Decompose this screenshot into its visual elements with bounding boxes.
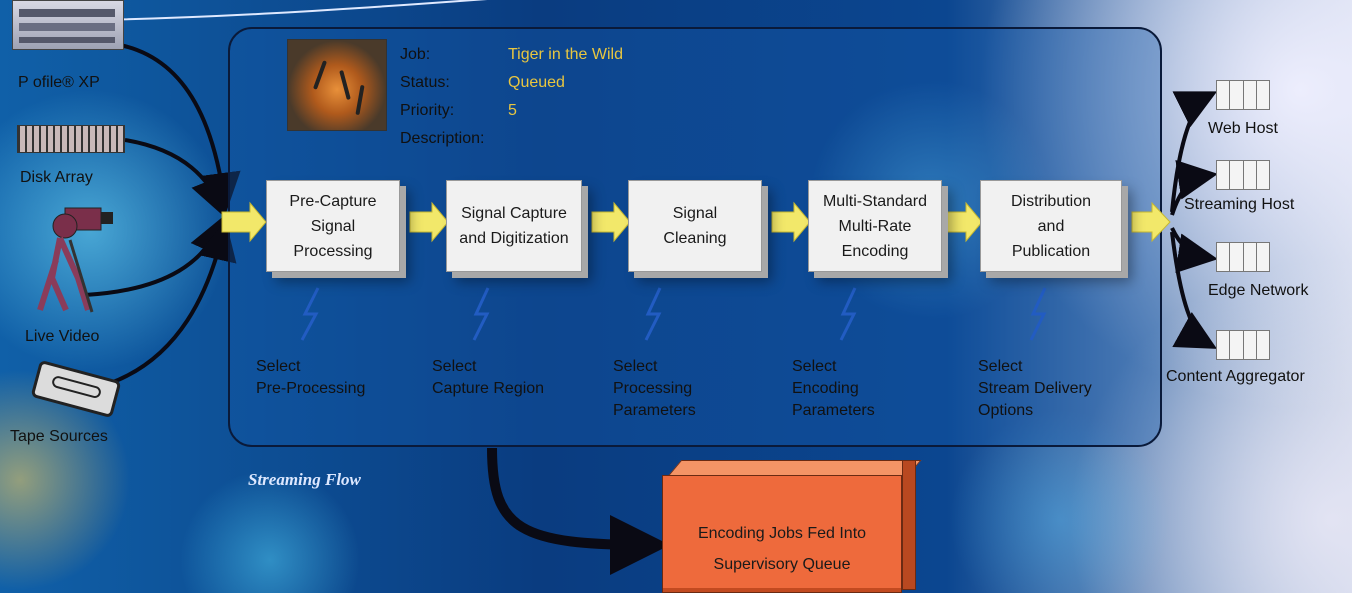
queue-box-top: [668, 460, 922, 476]
output-connector-2: [1170, 159, 1218, 216]
source-connector-4: [104, 220, 237, 387]
stage-encoding[interactable]: Multi-Standard Multi-Rate Encoding: [808, 180, 942, 272]
status-key: Status:: [400, 74, 450, 91]
stage-label-line: Signal: [672, 205, 718, 222]
queue-label-line: Supervisory Queue: [713, 556, 851, 573]
stage-label-line: Signal: [310, 217, 356, 235]
lightning-icon-5: [1029, 287, 1047, 341]
select-label-line: Parameters: [792, 402, 875, 419]
output-label: Edge Network: [1208, 282, 1309, 299]
priority-key: Priority:: [400, 102, 455, 119]
server-rack-icon: [1216, 80, 1270, 110]
select-label-line: Select: [432, 358, 477, 375]
queue-connector: [487, 447, 670, 575]
queue-box-side: [902, 460, 916, 590]
source-label: Tape Sources: [10, 428, 108, 445]
streaming-flow-label: Streaming Flow: [248, 470, 361, 489]
stage-label-line: Multi-Rate: [838, 217, 912, 235]
source-disk-array[interactable]: Disk Array: [12, 125, 132, 190]
select-processing-parameters[interactable]: Select Processing Parameters: [613, 356, 696, 422]
job-thumbnail[interactable]: [287, 39, 387, 131]
select-label-line: Select: [978, 358, 1023, 375]
select-label-line: Pre-Processing: [256, 380, 366, 397]
output-label: Content Aggregator: [1166, 368, 1305, 385]
select-encoding-parameters[interactable]: Select Encoding Parameters: [792, 356, 875, 422]
server-rack-icon: [1216, 160, 1270, 190]
output-label: Streaming Host: [1184, 196, 1295, 213]
select-label-line: Stream Delivery: [978, 380, 1092, 397]
select-pre-processing[interactable]: Select Pre-Processing: [256, 356, 365, 400]
source-label: Disk Array: [20, 169, 93, 186]
stage-pre-capture[interactable]: Pre-Capture Signal Processing: [266, 180, 400, 272]
source-label: P ofile® XP: [18, 74, 100, 91]
lightning-icon-2: [472, 287, 490, 341]
flow-arrow-1: [409, 201, 449, 243]
output-connector-3: [1170, 227, 1218, 274]
flow-arrow-out: [1131, 201, 1171, 243]
stage-label-line: Publication: [1011, 242, 1091, 260]
stage-label-line: and: [1037, 217, 1065, 235]
stage-signal-capture[interactable]: Signal Capture and Digitization: [446, 180, 582, 272]
select-label-line: Select: [613, 358, 658, 375]
queue-label: Encoding Jobs Fed Into Supervisory Queue: [663, 518, 901, 580]
flow-arrow-4: [945, 201, 983, 243]
output-label: Web Host: [1208, 120, 1278, 137]
source-label: Live Video: [25, 328, 100, 345]
flow-arrow-3: [771, 201, 811, 243]
lightning-icon-3: [644, 287, 662, 341]
stage-signal-cleaning[interactable]: Signal Cleaning: [628, 180, 762, 272]
select-label-line: Encoding: [792, 380, 859, 397]
flow-arrow-in: [221, 201, 267, 243]
select-label-line: Capture Region: [432, 380, 545, 397]
output-web-host[interactable]: Web Host: [1200, 80, 1320, 144]
server-rack-icon: [1216, 242, 1270, 272]
source-tape[interactable]: Tape Sources: [0, 359, 150, 450]
lightning-bolts: [300, 287, 1047, 341]
job-priority: 5: [508, 102, 517, 119]
stage-label-line: Cleaning: [663, 230, 727, 247]
description-key: Description:: [400, 130, 485, 147]
stage-label-line: Pre-Capture: [289, 192, 377, 210]
stage-label-line: Signal Capture: [461, 205, 567, 222]
camera-operator-icon: [37, 207, 113, 313]
select-label-line: Options: [978, 402, 1034, 419]
select-stream-delivery[interactable]: Select Stream Delivery Options: [978, 356, 1092, 422]
lightning-icon-4: [839, 287, 857, 341]
output-content-aggregator[interactable]: Content Aggregator: [1166, 330, 1346, 390]
stage-label-line: Processing: [293, 242, 373, 260]
source-connector-2: [124, 138, 229, 218]
supervisory-queue-box[interactable]: Encoding Jobs Fed Into Supervisory Queue: [662, 475, 902, 593]
stage-label-line: and Digitization: [459, 230, 569, 247]
disk-array-icon: [17, 125, 125, 153]
stage-label-line: Encoding: [841, 242, 909, 260]
output-connector-4: [1170, 231, 1217, 349]
server-rack-icon: [1216, 330, 1270, 360]
output-streaming-host[interactable]: Streaming Host: [1184, 160, 1324, 220]
flow-arrow-2: [591, 201, 631, 243]
source-live-video[interactable]: Live Video: [25, 200, 135, 350]
source-profile-xp[interactable]: P ofile® XP: [8, 0, 128, 95]
job-title: Tiger in the Wild: [508, 46, 623, 63]
select-label-line: Select: [256, 358, 301, 375]
server-icon: [12, 0, 124, 50]
stage-label-line: Multi-Standard: [822, 192, 928, 210]
job-key: Job:: [400, 46, 431, 63]
job-status: Queued: [508, 74, 565, 91]
select-label-line: Processing: [613, 380, 693, 397]
stage-distribution[interactable]: Distribution and Publication: [980, 180, 1122, 272]
select-label-line: Select: [792, 358, 837, 375]
output-edge-network[interactable]: Edge Network: [1208, 242, 1328, 302]
select-capture-region[interactable]: Select Capture Region: [432, 356, 544, 400]
select-label-line: Parameters: [613, 402, 696, 419]
queue-label-line: Encoding Jobs Fed Into: [697, 525, 867, 542]
lightning-icon-1: [300, 287, 320, 341]
output-connector-1: [1170, 91, 1218, 213]
stage-label-line: Distribution: [1010, 192, 1092, 210]
